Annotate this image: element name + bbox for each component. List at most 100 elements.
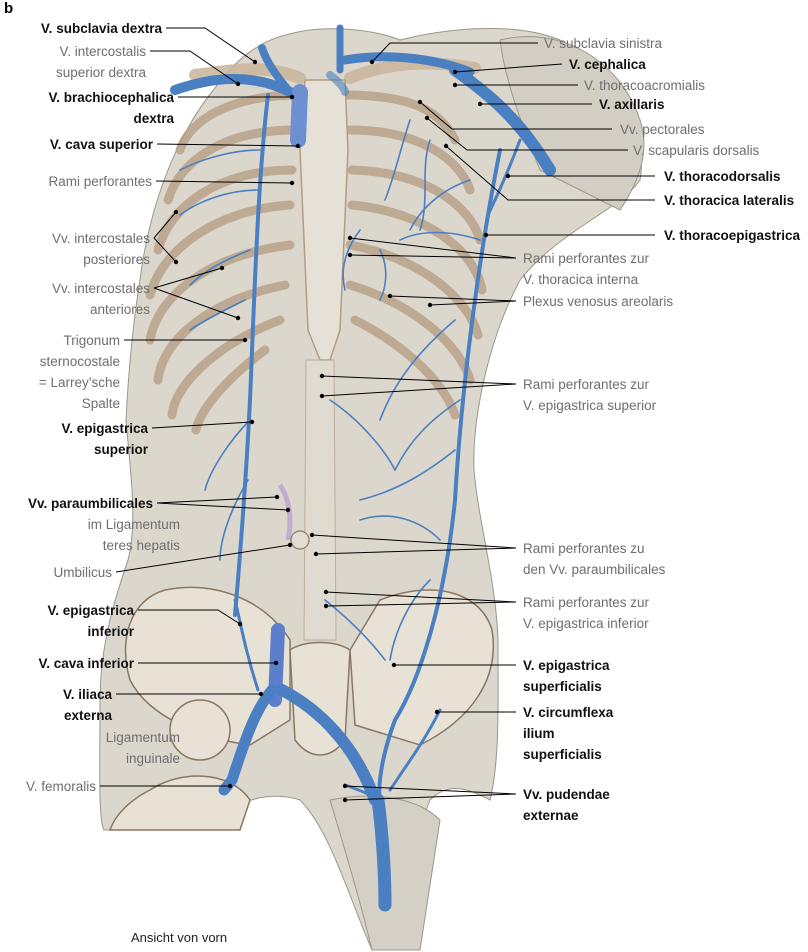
label-pudendae: Vv. pudendae externae xyxy=(523,784,610,826)
label-line: sternocostale xyxy=(39,354,120,369)
branch xyxy=(359,515,441,541)
label-line: V. brachiocephalica xyxy=(48,90,174,105)
label-line: Vv. intercostales xyxy=(51,231,150,246)
v-brachiocephalica-sinistra-vessel xyxy=(326,71,349,96)
label-thoracica-lateralis: V. thoracica lateralis xyxy=(664,190,794,211)
v-femoralis-sinistra-vessel xyxy=(371,793,392,912)
label-line: externae xyxy=(523,808,579,823)
v-cava-superior-vessel xyxy=(290,84,308,148)
label-cephalica: V. cephalica xyxy=(569,54,646,75)
label-line: V. thoracica interna xyxy=(523,272,639,287)
label-rami-epigastrica-inferior: Rami perforantes zur V. epigastrica infer… xyxy=(523,592,649,634)
sternum xyxy=(299,79,349,361)
rib xyxy=(153,280,290,385)
label-intercostalis-superior: V. intercostalis superior dextra xyxy=(56,41,146,83)
label-line: V. epigastrica inferior xyxy=(523,616,649,631)
label-line: Rami perforantes zur xyxy=(523,251,650,266)
label-scapularis-dorsalis: V. scapularis dorsalis xyxy=(633,140,759,161)
label-line: Rami perforantes zur xyxy=(523,377,650,392)
v-femoralis-dextra-vessel xyxy=(218,774,238,796)
label-subclavia-dextra: V. subclavia dextra xyxy=(41,18,162,39)
label-pectorales: Vv. pectorales xyxy=(620,119,705,140)
label-line: V. epigastrica superior xyxy=(523,398,657,413)
label-line: superficialis xyxy=(523,679,602,694)
label-line: V. thoracodorsalis xyxy=(664,169,781,184)
label-line: V. circumflexa xyxy=(523,705,614,720)
branch xyxy=(359,449,456,501)
label-line: superior xyxy=(93,442,148,457)
label-line: Umbilicus xyxy=(53,565,112,580)
label-line: anteriores xyxy=(89,302,150,317)
label-line: V. femoralis xyxy=(25,779,96,794)
panel-letter: b xyxy=(4,0,14,17)
label-rami-thoracica-interna: Rami perforantes zur V. thoracica interna xyxy=(523,248,649,290)
label-line: Vv. paraumbilicales xyxy=(27,496,153,511)
label-lig-teres: im Ligamentum teres hepatis xyxy=(88,514,180,556)
rib xyxy=(175,90,305,155)
label-line: superior dextra xyxy=(55,65,146,80)
label-line: im Ligamentum xyxy=(87,517,180,532)
vertebral-column xyxy=(303,359,337,641)
label-lig-inguinale: Ligamentum inguinale xyxy=(106,727,180,769)
label-line: inguinale xyxy=(125,751,180,766)
label-intercostales-posteriores: Vv. intercostales posteriores xyxy=(52,228,150,270)
rib xyxy=(347,165,485,245)
rib xyxy=(163,125,300,205)
label-plexus-areolaris: Plexus venosus areolaris xyxy=(523,291,673,312)
label-line: V. epigastrica xyxy=(47,603,134,618)
branch xyxy=(379,319,456,421)
label-line: V. subclavia dextra xyxy=(40,21,162,36)
v-jugularis-dextra-vessel xyxy=(258,44,294,96)
superficial-venous-network xyxy=(179,119,481,661)
v-epigastrica-inferior-vessel xyxy=(233,598,260,692)
label-axillaris: V. axillaris xyxy=(599,94,665,115)
label-line: Vv. intercostales xyxy=(51,281,150,296)
label-line: superficialis xyxy=(523,747,602,762)
rib xyxy=(350,315,460,420)
label-line: Ligamentum xyxy=(105,730,180,745)
label-line: Spalte xyxy=(81,396,120,411)
label-epigastrica-superior: V. epigastrica superior xyxy=(61,418,148,460)
label-line: Rami perforantes zur xyxy=(523,595,650,610)
label-line: = Larrey’sche xyxy=(38,375,120,390)
label-line: posteriores xyxy=(83,252,150,267)
label-line: V. cephalica xyxy=(569,57,646,72)
branch xyxy=(179,149,261,171)
label-rami-perforantes: Rami perforantes xyxy=(48,171,152,192)
femur-right xyxy=(108,775,251,831)
label-line: V. axillaris xyxy=(599,97,665,112)
rib xyxy=(167,315,285,420)
label-epigastrica-superficialis: V. epigastrica superficialis xyxy=(523,655,610,697)
label-line: V. cava inferior xyxy=(38,656,134,671)
label-rami-epigastrica-superior: Rami perforantes zur V. epigastrica super… xyxy=(523,374,656,416)
label-paraumbilicales: Vv. paraumbilicales xyxy=(28,493,153,514)
label-line: Rami perforantes xyxy=(48,174,152,189)
label-intercostales-anteriores: Vv. intercostales anteriores xyxy=(52,278,150,320)
label-line: V. intercostalis xyxy=(59,44,146,59)
branch xyxy=(389,579,431,661)
label-line: V. thoracoepigastrica xyxy=(664,228,801,243)
branch xyxy=(394,399,461,471)
label-line: V. epigastrica xyxy=(523,658,610,673)
branch xyxy=(399,231,481,241)
label-umbilicus: Umbilicus xyxy=(53,562,112,583)
v-iliaca-externa-sinistra-vessel xyxy=(276,684,381,806)
v-iliaca-externa-dextra-vessel xyxy=(226,684,278,786)
label-line: Vv. pudendae xyxy=(523,787,610,802)
label-femoralis: V. femoralis xyxy=(26,776,96,797)
label-line: V. epigastrica xyxy=(61,421,148,436)
label-cava-inferior: V. cava inferior xyxy=(38,653,134,674)
label-line: V. scapularis dorsalis xyxy=(633,143,760,158)
iliac-wing-left xyxy=(349,589,494,746)
label-line: teres hepatis xyxy=(102,538,180,553)
branch xyxy=(179,189,259,216)
label-line: Rami perforantes zu xyxy=(523,541,645,556)
label-cava-superior: V. cava superior xyxy=(50,134,153,155)
umbilicus-mark xyxy=(290,530,310,550)
v-thoracoepigastrica-vessel xyxy=(377,148,502,802)
label-line: V. iliaca xyxy=(62,687,112,702)
